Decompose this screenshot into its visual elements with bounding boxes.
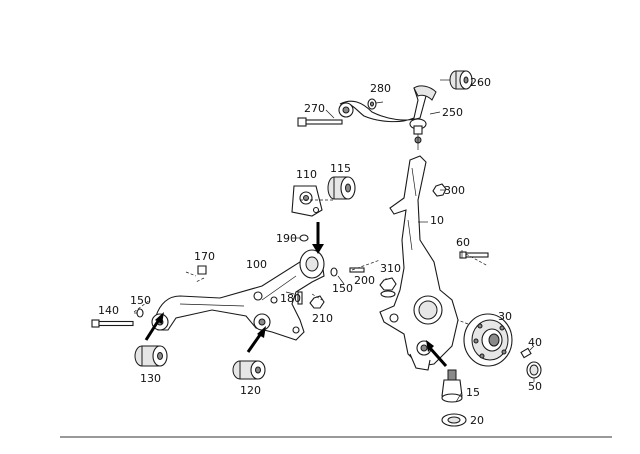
bushing-115: [327, 176, 356, 200]
label-110: 110: [296, 168, 317, 181]
label-280: 280: [370, 82, 391, 95]
nut-190: [299, 234, 309, 242]
label-300: 300: [444, 184, 465, 197]
stud-40: [520, 347, 532, 359]
label-20: 20: [470, 414, 484, 427]
arrow-15: [428, 347, 448, 367]
label-40: 40: [528, 336, 542, 349]
label-30: 30: [498, 310, 512, 323]
label-100: 100: [246, 258, 267, 271]
label-15: 15: [466, 386, 480, 399]
washer-150-right: [330, 267, 338, 277]
assembly-arrows: [144, 222, 448, 367]
nut-210: [309, 295, 325, 309]
upper-control-arm: [338, 85, 437, 150]
label-270: 270: [304, 102, 325, 115]
label-170: 170: [194, 250, 215, 263]
label-60: 60: [456, 236, 470, 249]
washer-150-left: [136, 308, 144, 318]
part-labels: 10 15 20 30 40 50 60 100 110 115 120 130…: [98, 76, 542, 427]
label-150-left: 150: [130, 294, 151, 307]
nut-310: [379, 277, 397, 298]
steering-knuckle: [379, 155, 459, 371]
nut-300: [432, 183, 447, 197]
label-50: 50: [528, 380, 542, 393]
arrow-130: [144, 317, 162, 341]
bolt-140: [91, 319, 134, 328]
bushing-130: [134, 345, 168, 367]
bracket-110: [291, 185, 323, 217]
label-140: 140: [98, 304, 119, 317]
label-150-right: 150: [332, 282, 353, 295]
label-250: 250: [442, 106, 463, 119]
label-310: 310: [380, 262, 401, 275]
bushing-120: [232, 360, 266, 380]
label-210: 210: [312, 312, 333, 325]
label-115: 115: [330, 162, 351, 175]
label-180: 180: [280, 292, 301, 305]
bolt-60: [459, 251, 489, 259]
leader-lines: [133, 79, 535, 403]
ball-joint: [441, 369, 463, 403]
label-190: 190: [276, 232, 297, 245]
label-200: 200: [354, 274, 375, 287]
bolt-270: [297, 117, 343, 127]
bushing-260: [449, 70, 473, 90]
washer-280: [367, 98, 377, 110]
boot-20: [441, 413, 467, 427]
label-120: 120: [240, 384, 261, 397]
wheel-hub: [463, 313, 513, 367]
nut-50: [526, 361, 542, 379]
bolt-180: [297, 291, 303, 305]
label-260: 260: [470, 76, 491, 89]
lower-control-arm: [151, 249, 325, 341]
label-130: 130: [140, 372, 161, 385]
label-10: 10: [430, 214, 444, 227]
clip-170: [197, 265, 207, 275]
